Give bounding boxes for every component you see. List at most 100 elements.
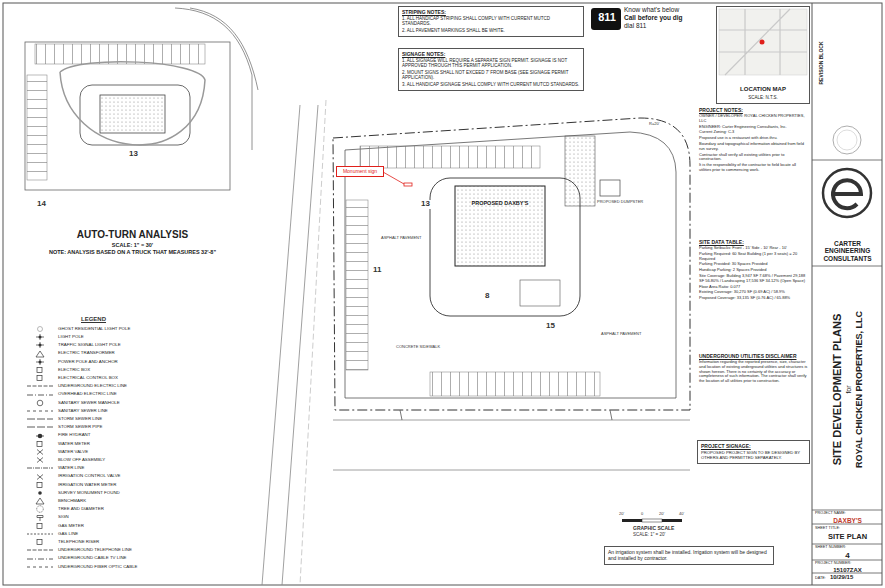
body-text: Proposed use is a restaurant with drive-… <box>699 136 808 141</box>
legend-text: ELECTRICAL CONTROL BOX <box>58 376 118 380</box>
legend-symbol <box>36 334 44 340</box>
body-text: SCALE: 1" = 30' <box>5 242 260 249</box>
legend-line <box>27 550 53 551</box>
body-text: 1. ALL SIGNAGE WILL REQUIRE A SEPARATE S… <box>402 58 580 69</box>
legend-sample <box>26 448 54 456</box>
legend-symbol <box>38 491 42 495</box>
legend-symbol <box>36 435 44 436</box>
body-text: SCALE: N.T.S. <box>719 95 807 100</box>
leader-line <box>383 172 404 184</box>
map-roads <box>719 9 807 75</box>
legend-symbol <box>37 376 42 381</box>
legend-text: TELEPHONE RISER <box>58 540 99 544</box>
legend-symbol <box>38 327 43 332</box>
legend-text: GAS METER <box>58 524 84 528</box>
scale-bar <box>622 519 642 522</box>
heading-text: PROJECT NAME: <box>815 511 880 516</box>
legend-sample <box>26 555 54 563</box>
company-logo: CARTER ENGINEERING CONSULTANTS <box>813 160 882 266</box>
heading-text: PROPOSED DAXBY'S <box>460 200 540 207</box>
sheet-border <box>3 3 882 585</box>
street-edge <box>333 420 690 470</box>
body-text: 3. ALL HANDICAP SIGNAGE SHALL COMPLY WIT… <box>402 82 580 87</box>
inset-lot <box>25 42 230 190</box>
heading-text: An irrigation system shall be installed.… <box>608 549 770 561</box>
heading-text: AUTO-TURN ANALYSIS <box>5 229 260 241</box>
legend-sample <box>26 497 54 505</box>
heading-text: SHEET TITLE: <box>815 526 880 531</box>
body-text: DAXBY'S <box>815 517 880 525</box>
body-text: Parking Setbacks: Front - 15' Side - 10'… <box>699 246 808 251</box>
legend-text: ELECTRIC BOX <box>58 368 90 372</box>
legend-symbol <box>37 450 43 455</box>
legend-sample <box>26 489 54 497</box>
body-text: Call before you dig <box>624 14 708 22</box>
location-map <box>719 9 807 75</box>
legend-text: BENCHMARK <box>58 499 86 503</box>
plan-label: ASPHALT PAVEMENT <box>380 236 422 240</box>
legend-text: TREE AND DIAMETER <box>58 507 104 511</box>
legend-sample <box>26 325 54 333</box>
legend-symbol <box>36 342 44 348</box>
heading-text: STRIPING NOTES: <box>402 9 580 15</box>
call-811-box: 811Know what's belowCall before you digd… <box>590 6 708 29</box>
heading-text: SIGNAGE NOTES: <box>402 51 580 57</box>
legend-sample <box>26 522 54 530</box>
legend-sample <box>26 399 54 407</box>
legend-sample <box>26 333 54 341</box>
body-text: for <box>844 268 852 510</box>
legend-text: SANITARY SEWER LINE <box>58 409 108 413</box>
legend-text: GAS LINE <box>58 532 78 536</box>
legend-symbol <box>37 515 43 521</box>
body-text: ENGINEER: Carter Engineering Consultants… <box>699 125 808 130</box>
legend-sample <box>26 538 54 546</box>
legend-sample <box>26 464 54 472</box>
notes-box: PROJECT NOTES:OWNER / DEVELOPER: ROYAL C… <box>697 106 810 175</box>
legend-sample <box>26 341 54 349</box>
legend-symbol <box>37 506 44 513</box>
body-text: OWNER / DEVELOPER: ROYAL CHICKEN PROPERT… <box>699 114 808 124</box>
legend-text: UNDERGROUND FIBER OPTIC CABLE <box>58 565 138 569</box>
legend-sample <box>26 563 54 571</box>
body-text: NOTE: ANALYSIS BASED ON A TRUCK THAT MEA… <box>5 249 260 256</box>
heading-text: PROJECT NOTES: <box>699 107 808 113</box>
curb-line <box>345 132 676 398</box>
inset-building <box>100 95 165 133</box>
plan-label: ASPHALT PAVEMENT <box>600 332 642 336</box>
body-text: Floor Area Ratio: 0.077 <box>699 285 808 290</box>
property-line <box>333 118 690 410</box>
title-cell: PROJECT NAME:DAXBY'S <box>813 510 882 526</box>
body-text: SITE PLAN <box>815 532 880 541</box>
title-block-divider <box>812 3 813 585</box>
legend-text: OVERHEAD ELECTRIC LINE <box>58 392 117 396</box>
body-text: Site Coverage: Building 3,947 SF 7.68% /… <box>699 274 808 284</box>
notes-box: An irrigation system shall be installed.… <box>604 546 774 565</box>
legend-sample <box>26 391 54 399</box>
legend-text: STORM SEWER LINE <box>58 417 102 421</box>
title-cell: SHEET NUMBER:4 <box>813 545 882 561</box>
legend-text: WATER LINE <box>58 466 84 470</box>
legend-text: POWER POLE AND ANCHOR <box>58 360 118 364</box>
legend-sample <box>26 432 54 440</box>
body-text: Proposed Coverage: 33,135 SF (0.76 AC) /… <box>699 296 808 301</box>
scale-bar <box>642 519 662 522</box>
plan-label: 8 <box>484 292 490 301</box>
body-text: 4 <box>815 551 880 561</box>
legend-symbol <box>37 482 42 487</box>
heading-text: 811 <box>590 11 624 24</box>
legend-symbol <box>36 498 44 504</box>
heading-text: SHEET NUMBER: <box>815 545 880 550</box>
legend-text: WATER VALVE <box>58 450 88 454</box>
road-centerline <box>300 100 326 585</box>
plan-label: R=20' <box>648 122 660 126</box>
heading-text: Monument sign <box>338 168 382 174</box>
plan-label: 13 <box>420 200 431 209</box>
building-footprint <box>455 186 545 266</box>
heading-text: UNDERGROUND UTILITIES DISCLAIMER <box>699 353 808 359</box>
heading-text: SITE DEVELOPMENT PLANS <box>830 268 843 510</box>
title-cell: DATE:10/29/15 <box>813 574 882 581</box>
heading-text: REVISION BLOCK <box>818 8 824 118</box>
legend-text: SIGN <box>58 515 69 519</box>
parking-stalls <box>430 372 600 396</box>
plan-label: 0 <box>640 512 644 516</box>
